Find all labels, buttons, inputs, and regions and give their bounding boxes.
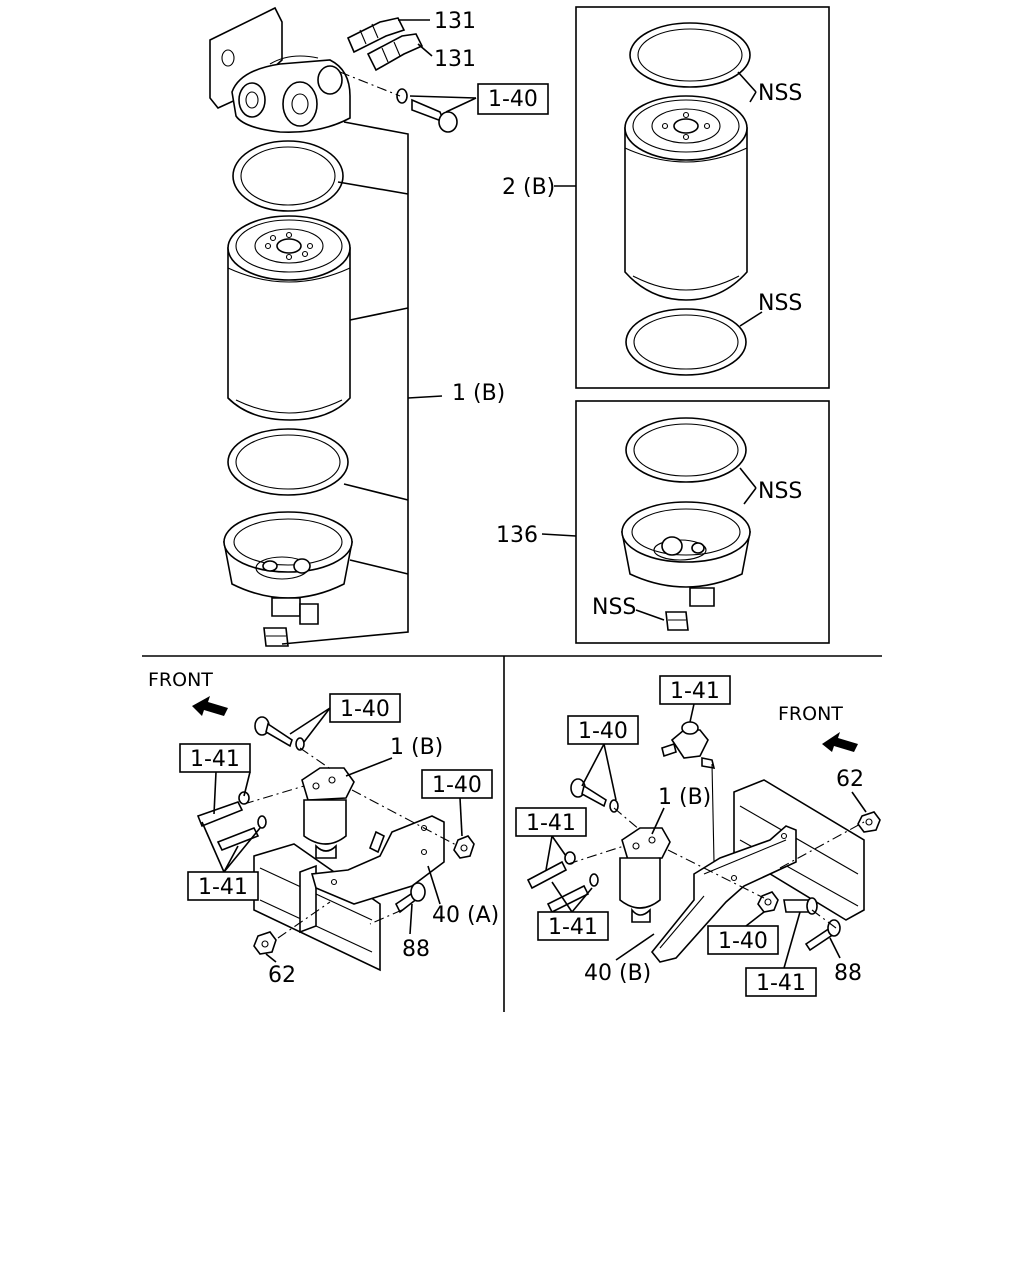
pin-upper-b xyxy=(526,851,576,890)
label-40a: 40 (A) xyxy=(432,903,499,928)
ref-box-1-41-a-lower xyxy=(187,871,259,901)
label-front-a: FRONT xyxy=(148,669,213,691)
drain-plug xyxy=(263,627,289,647)
ref-box-1-41-a-upper xyxy=(179,743,251,773)
front-arrow-icon-b xyxy=(822,732,858,752)
nut-1-40-a xyxy=(453,835,475,859)
kit-2b-panel: NSS NSS 2 (B) xyxy=(502,6,830,389)
pin-upper-a xyxy=(196,791,250,828)
kit-2b-o-ring-bottom xyxy=(625,308,747,376)
pin-lower-b xyxy=(546,873,599,914)
ref-box-1-40-b-lower xyxy=(707,925,779,955)
label-nss-136-ring: NSS xyxy=(758,479,802,504)
bolt-1-40-upper-a xyxy=(254,716,305,751)
label-40b: 40 (B) xyxy=(584,961,651,986)
hose-fitting-a xyxy=(368,830,386,854)
ref-1-41-b-upper: 1-41 xyxy=(526,811,576,836)
washer xyxy=(396,88,408,104)
bolt-88-b xyxy=(804,919,841,952)
label-nss-2b-top: NSS xyxy=(758,81,802,106)
filter-assembly-small-a xyxy=(301,767,355,859)
mounting-view-a: FRONT xyxy=(148,669,499,988)
ref-box-1-40-b-upper xyxy=(567,715,639,745)
bolt-88-a xyxy=(394,882,426,914)
connector-131-lower xyxy=(366,33,424,72)
bracket-40a xyxy=(310,815,445,905)
ref-1-41-a-lower: 1-41 xyxy=(198,875,248,900)
ref-box-1-40-a-right xyxy=(421,769,493,799)
bracket-40b xyxy=(650,825,797,963)
filter-head xyxy=(209,6,351,134)
label-1b-b: 1 (B) xyxy=(658,785,711,810)
kit-2b-o-ring-top xyxy=(629,22,751,88)
label-nss-136-plug: NSS xyxy=(592,595,636,620)
label-131-lower: 131 xyxy=(434,47,476,72)
front-arrow-icon-a xyxy=(192,696,228,716)
nut-1-40-b xyxy=(757,891,779,913)
label-88-b: 88 xyxy=(834,961,862,986)
kit-136-bowl xyxy=(621,501,751,607)
ref-1-40-a-upper: 1-40 xyxy=(340,697,390,722)
kit-2b-filter-element xyxy=(624,95,748,301)
label-131-upper: 131 xyxy=(434,9,476,34)
label-1b-a: 1 (B) xyxy=(390,735,443,760)
label-nss-2b-bottom: NSS xyxy=(758,291,802,316)
label-62-a: 62 xyxy=(268,963,296,988)
filter-assembly-small-b xyxy=(619,827,671,923)
label-front-b: FRONT xyxy=(778,703,843,725)
ref-1-41-b-valve: 1-41 xyxy=(670,679,720,704)
sensor-valve-b xyxy=(661,721,716,769)
kit-136-o-ring xyxy=(625,417,747,483)
ref-1-40-b-upper: 1-40 xyxy=(578,719,628,744)
ref-box-1-41-b-bolt xyxy=(745,967,817,997)
connector-131-upper xyxy=(346,17,406,54)
bolt-1-41-b xyxy=(783,897,818,915)
nut-62-a xyxy=(253,931,277,955)
label-136: 136 xyxy=(496,523,538,548)
ref-1-41-b-lower: 1-41 xyxy=(548,915,598,940)
label-88-a: 88 xyxy=(402,937,430,962)
ref-1-40-a-right: 1-40 xyxy=(432,773,482,798)
ref-box-1-41-b-upper xyxy=(515,807,587,837)
pin-lower-a xyxy=(216,815,267,852)
kit-136-panel: NSS NSS 136 xyxy=(496,400,830,644)
bolt-1-40-upper-b xyxy=(570,778,619,813)
o-ring-lower xyxy=(227,428,349,496)
exploded-filter-assembly: 131 131 1-40 xyxy=(209,6,549,647)
o-ring-upper xyxy=(232,140,344,212)
label-2b: 2 (B) xyxy=(502,175,555,200)
kit-136-drain-plug xyxy=(665,611,689,631)
ref-1-40-b-lower: 1-40 xyxy=(718,929,768,954)
hose-b xyxy=(711,763,715,863)
ref-1-41-a-upper: 1-41 xyxy=(190,747,240,772)
label-1b-main: 1 (B) xyxy=(452,381,505,406)
ref-1-40-head: 1-40 xyxy=(488,87,538,112)
bolt xyxy=(411,98,458,133)
ref-1-41-b-bolt: 1-41 xyxy=(756,971,806,996)
label-62-b: 62 xyxy=(836,767,864,792)
nut-62-b xyxy=(857,811,881,833)
filter-bowl xyxy=(223,511,353,625)
ref-box-1-41-b-valve xyxy=(659,675,731,705)
ref-box-1-40-head xyxy=(477,83,549,115)
mounting-view-b: FRONT xyxy=(515,675,881,997)
filter-element xyxy=(227,215,351,421)
frame-rail-a xyxy=(253,843,381,972)
